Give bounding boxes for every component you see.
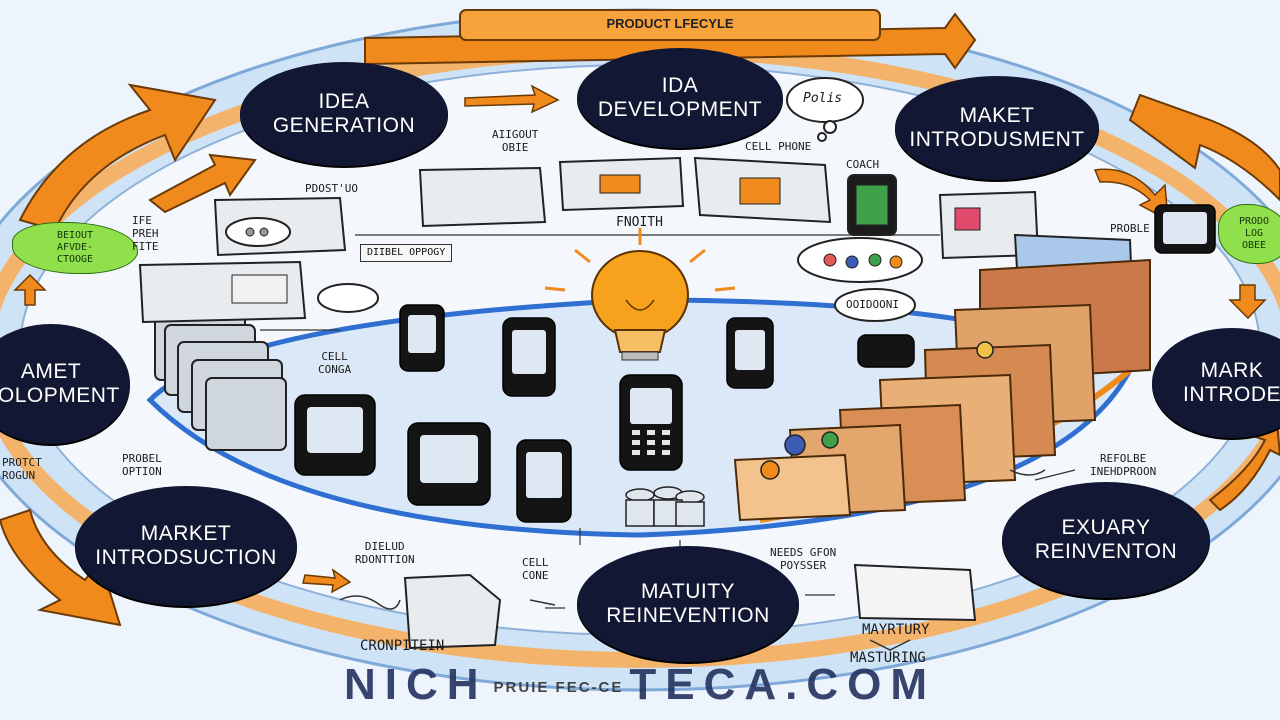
stage-line-2: DOLOPMENT xyxy=(0,384,120,407)
label-cell-phone: CELL PHONE xyxy=(745,140,812,153)
stage-line-1: MATUITY xyxy=(640,580,736,603)
burst-line: CTOOGE xyxy=(56,254,94,265)
stage-market-introdsuction: MARKET INTRODSUCTION xyxy=(75,486,297,606)
arrow-top-left xyxy=(18,83,217,232)
phone-screens xyxy=(307,212,1207,498)
stage-line-2: INTRODSUCTION xyxy=(95,546,277,569)
burst-line: OBEE xyxy=(1241,240,1267,251)
stage-line-1: MARK xyxy=(1200,359,1264,382)
label-line: CONE xyxy=(522,569,549,582)
arrow-bottom-left xyxy=(0,508,122,627)
label-refolbe: REFOLBE INEHDPROON xyxy=(1090,452,1156,478)
label-masturing: MASTURING xyxy=(850,650,926,666)
stage-line-2: GENERATION xyxy=(272,114,416,137)
label-cronpitein: CRONPITEIN xyxy=(360,638,445,654)
label-line: NEEDS GFON xyxy=(770,546,837,559)
device-stack xyxy=(154,309,287,451)
label-product-top: PDOST'UO xyxy=(305,182,358,195)
cloud-dots xyxy=(245,227,903,269)
label-coach: COACH xyxy=(846,158,880,171)
label-line: PROTCT xyxy=(2,456,42,469)
stage-amet-dolopment: AMET DOLOPMENT xyxy=(0,324,130,444)
label-dielud: DIELUD RDONTTION xyxy=(355,540,415,566)
label-line: PROBEL xyxy=(122,452,162,465)
stage-matuity-reinevention: MATUITY REINEVENTION xyxy=(577,546,799,662)
banner-body xyxy=(459,9,881,41)
label-line: INEHDPROON xyxy=(1090,465,1157,478)
label-line: POYSSER xyxy=(779,559,827,572)
watermark-right: TECA.COM xyxy=(629,660,937,709)
arrow-left-up xyxy=(13,273,47,306)
label-cell-conga: CELL CONGA xyxy=(318,350,351,376)
label-line: OPTION xyxy=(122,465,162,478)
gadget-accents xyxy=(231,174,981,304)
label-line: OBIE xyxy=(501,141,529,154)
watermark-left: NICH xyxy=(343,660,488,709)
stage-line-2: DEVELOPMENT xyxy=(597,98,763,121)
burst-left: BEIOUT AFVDE- CTOOGE xyxy=(12,222,138,274)
keypad xyxy=(632,430,670,455)
label-polis: Polis xyxy=(803,91,843,106)
label-fnoith: FNOITH xyxy=(616,215,663,230)
burst-line: PRODO xyxy=(1238,216,1270,227)
label-aligout: AIIGOUT OBIE xyxy=(492,128,538,154)
stage-line-1: MAKET xyxy=(959,104,1035,127)
stage-maket-introdusment: MAKET INTRODUSMENT xyxy=(895,76,1099,180)
label-protocol: PROTCT ROGUN xyxy=(2,456,42,482)
arrow-left-mid xyxy=(148,153,257,214)
lightbulb-icon xyxy=(544,228,736,361)
label-ife: IFE PREH FITE xyxy=(132,214,159,253)
arrow-idea-to-dev xyxy=(464,84,560,114)
watermark-middle: PRUIE FEC-CE xyxy=(493,678,624,696)
label-need: NEEDS GFON POYSSER xyxy=(770,546,836,572)
burst-line: BEIOUT xyxy=(56,230,94,241)
stage-line-1: IDA xyxy=(661,74,699,97)
label-line: ROGUN xyxy=(2,469,36,482)
arrow-bottom-connector xyxy=(302,568,352,594)
staircase-balls xyxy=(760,341,994,480)
burst-line: AFVDE- xyxy=(56,242,94,253)
banner-title: PRODUCT LFECYLE xyxy=(606,16,734,31)
stage-idea-generation: IDEA GENERATION xyxy=(240,62,448,166)
stage-line-1: EXUARY xyxy=(1061,516,1151,539)
label-development-box: DIIBEL OPPOGY xyxy=(360,244,453,262)
label-podcast: OOIDOONI xyxy=(846,298,899,311)
label-line: AIIGOUT xyxy=(492,128,539,141)
stage-line-1: AMET xyxy=(20,360,82,383)
label-line: DIELUD xyxy=(364,540,405,553)
stage-line-1: IDEA xyxy=(318,90,370,113)
label-line: RDONTTION xyxy=(355,553,415,566)
stage-line-1: MARKET xyxy=(140,522,232,545)
site-watermark: NICH PRUIE FEC-CE TECA.COM xyxy=(0,660,1280,710)
label-line: CELL xyxy=(522,556,549,569)
label-product-option: PROBEL OPTION xyxy=(122,452,162,478)
label-line: CONGA xyxy=(318,363,352,376)
label-mayrtury: MAYRTURY xyxy=(862,622,930,638)
label-line: REFOLBE xyxy=(1099,452,1147,465)
burst-right: PRODO LOG OBEE xyxy=(1218,204,1280,264)
stage-exuary-reinventon: EXUARY REINVENTON xyxy=(1002,482,1210,598)
label-line: FITE xyxy=(132,240,159,253)
label-line: IFE xyxy=(132,214,152,227)
label-product-right: PROBLE xyxy=(1110,222,1150,235)
stage-line-2: REINEVENTION xyxy=(606,604,770,627)
burst-line: LOG xyxy=(1244,228,1264,239)
thought-clouds xyxy=(225,77,923,322)
box-staircase xyxy=(733,258,1151,522)
label-cell-cone: CELL CONE xyxy=(522,556,549,582)
stage-ida-development: IDA DEVELOPMENT xyxy=(577,48,783,148)
stage-mark-introde: MARK INTRODE xyxy=(1152,328,1280,438)
coin-stack xyxy=(625,486,705,527)
stage-line-2: REINVENTON xyxy=(1034,540,1178,563)
sketch-marks xyxy=(339,469,1046,651)
stage-line-2: INTRODE xyxy=(1183,383,1280,406)
label-line: CELL xyxy=(321,350,348,363)
stage-line-2: INTRODUSMENT xyxy=(909,128,1085,151)
label-line: PREH xyxy=(132,227,159,240)
arrow-right-down xyxy=(1228,284,1267,320)
